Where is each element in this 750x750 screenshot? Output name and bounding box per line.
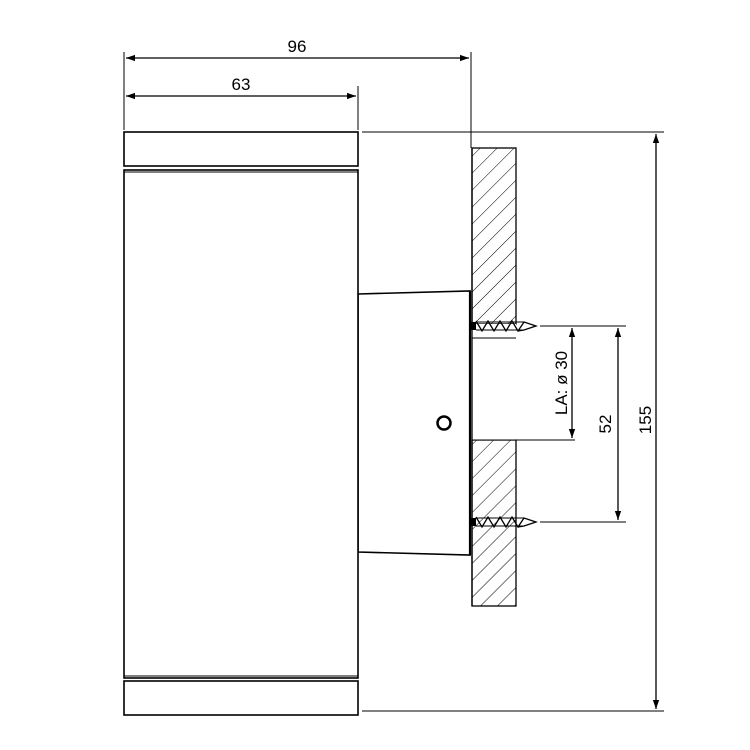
dim-label-overall-width: 96	[288, 37, 307, 56]
screw-thread-icon	[475, 515, 539, 529]
extension-lines	[123, 52, 664, 712]
lamp-top-cap	[123, 131, 359, 167]
mounting-bracket	[357, 290, 472, 556]
dimension-cable-hole: LA: ø 30	[552, 328, 576, 438]
screw-lower	[470, 515, 539, 529]
lamp-bottom-cap	[123, 680, 359, 716]
wall-lower	[471, 439, 517, 607]
screw-head-icon	[470, 518, 476, 526]
dimension-body-width: 63	[126, 75, 356, 100]
dim-label-height: 155	[636, 406, 655, 434]
dimension-overall-width: 96	[126, 37, 469, 62]
screw-head-icon	[470, 322, 476, 330]
lamp-cylinder	[123, 131, 359, 716]
screw-thread-icon	[475, 319, 539, 333]
lamp-main-body	[123, 169, 359, 679]
screw-upper	[470, 319, 539, 333]
dim-label-cable-hole: LA: ø 30	[552, 351, 571, 415]
bracket-body	[357, 290, 471, 556]
dim-label-screw-spacing: 52	[596, 415, 615, 434]
wall-upper	[471, 147, 517, 325]
set-screw-icon	[436, 415, 452, 431]
wall-section	[471, 147, 575, 607]
dim-label-body-width: 63	[232, 75, 251, 94]
dimension-height: 155	[636, 134, 660, 709]
wall-cable-opening	[472, 324, 516, 440]
dimension-screw-spacing: 52	[596, 328, 622, 520]
